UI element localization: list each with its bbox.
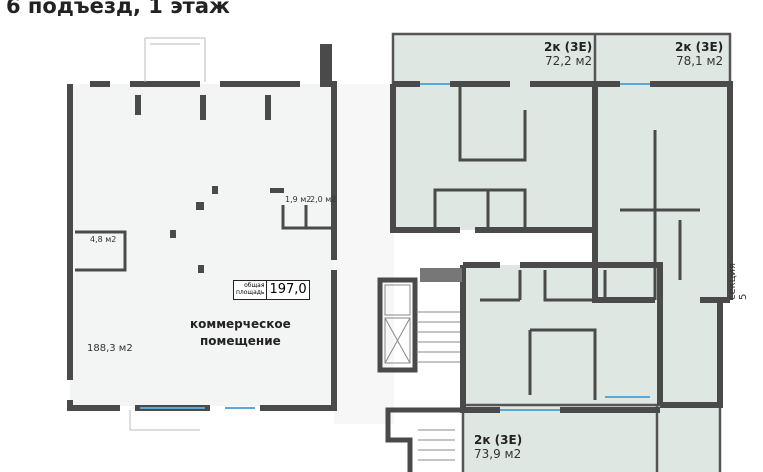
caption-line2: площадь	[236, 289, 265, 296]
section-label: секция 5	[727, 262, 749, 300]
room-area-2: 2,0 м2	[310, 195, 337, 204]
columns	[135, 44, 462, 282]
apartment-label-74[interactable]: 2к (3Е) 73,9 м2	[474, 433, 522, 461]
total-area-box: общая площадь 197,0	[233, 280, 310, 300]
total-area-caption: общая площадь	[234, 281, 268, 299]
apartment-label-72[interactable]: 2к (3Е) 72,2 м2	[544, 40, 592, 68]
apartment-type: 2к (3Е)	[544, 40, 593, 54]
apartment-72-terrace	[393, 34, 595, 84]
caption-line1: общая	[244, 282, 265, 289]
apartment-area: 72,2 м2	[544, 54, 593, 68]
interior-walls	[75, 84, 700, 400]
room-area-wc: 4,8 м2	[90, 235, 117, 244]
commercial-name-line2: помещение	[200, 334, 281, 348]
apartment-78-terrace	[595, 34, 730, 84]
total-area-value: 197,0	[269, 282, 307, 297]
apartment-side-room	[655, 300, 720, 405]
corridor-floor	[334, 84, 394, 424]
commercial-floor	[70, 84, 334, 406]
apartment-74-terrace	[463, 405, 720, 472]
apartment-label-78[interactable]: 2к (3Е) 78,1 м2	[675, 40, 723, 68]
entrance-steps	[129, 37, 206, 431]
stair-core	[384, 284, 460, 461]
windows	[140, 83, 650, 411]
apartment-type: 2к (3Е)	[675, 40, 724, 54]
commercial-main-area: 188,3 м2	[87, 343, 133, 354]
apartment-area: 78,1 м2	[675, 54, 724, 68]
room-area-1: 1,9 м2	[285, 195, 312, 204]
apartment-area: 73,9 м2	[474, 447, 522, 461]
stair-walls	[377, 277, 465, 472]
apartment-74-floor	[463, 265, 660, 410]
apartment-72-floor	[393, 84, 595, 230]
page-title: 6 подъезд, 1 этаж	[6, 0, 230, 18]
commercial-name: коммерческое помещение	[190, 316, 291, 350]
walls	[67, 81, 733, 413]
commercial-name-line1: коммерческое	[190, 317, 291, 331]
apartment-type: 2к (3Е)	[474, 433, 523, 447]
terrace-outlines	[391, 32, 732, 472]
